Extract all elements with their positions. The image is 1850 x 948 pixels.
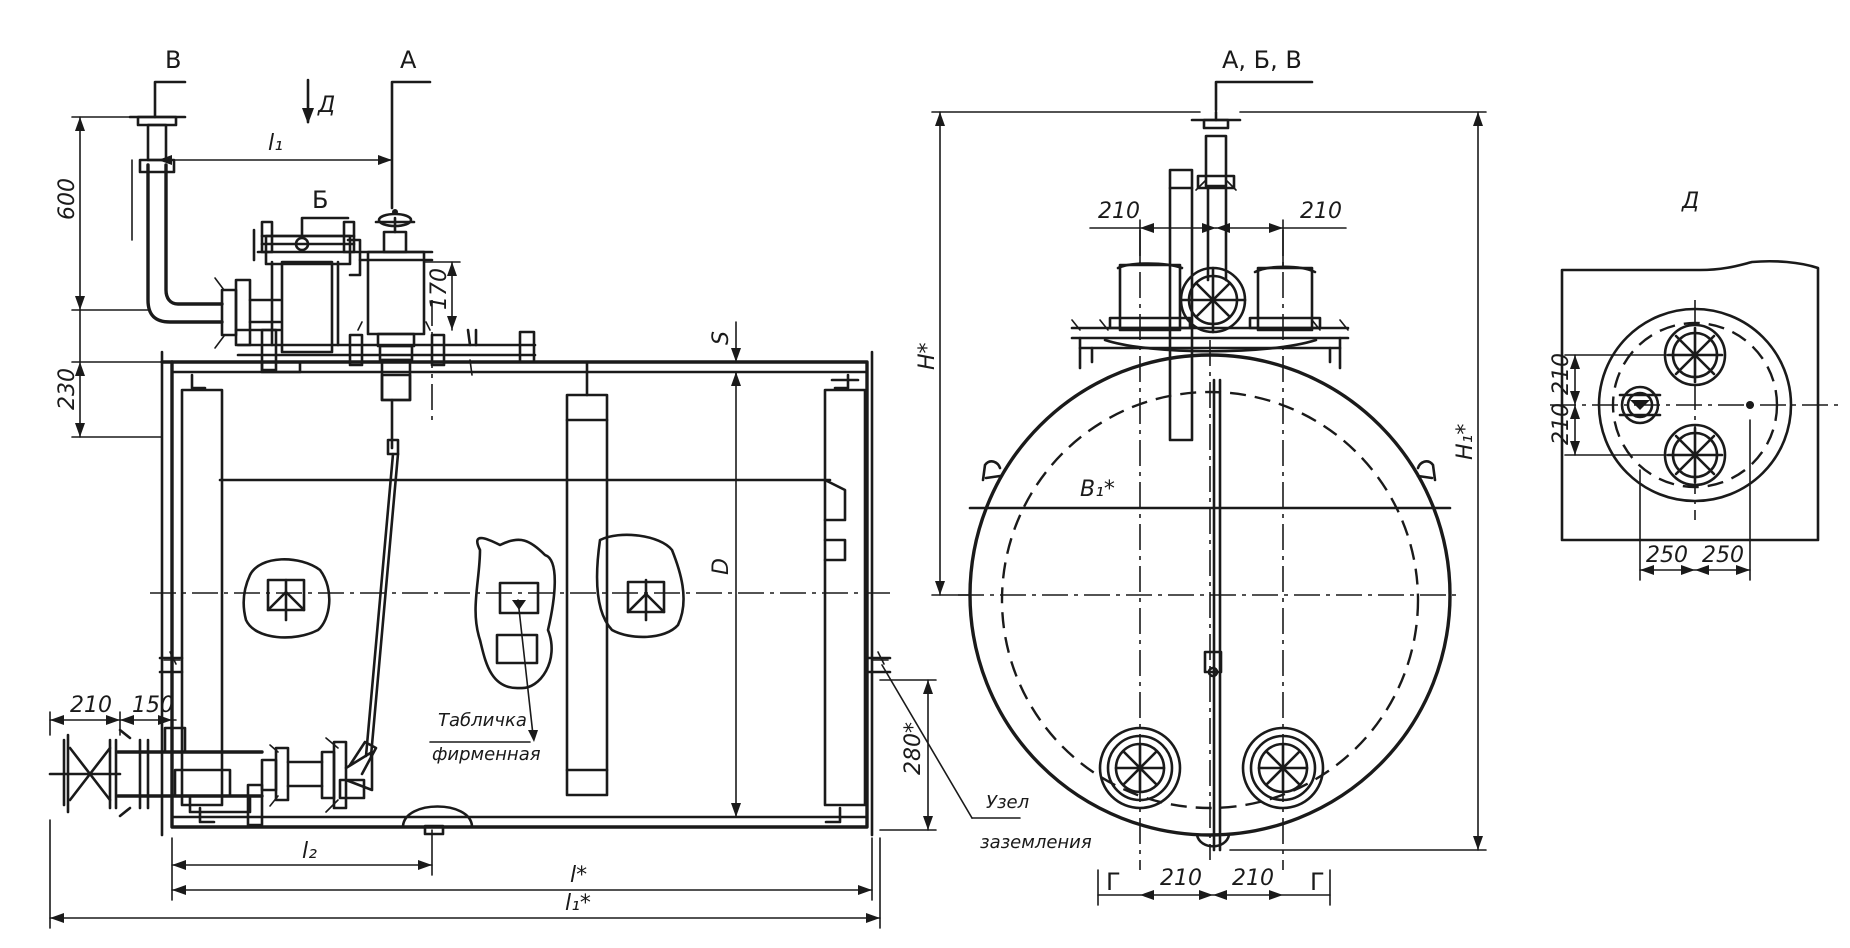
dim-l-star: l* bbox=[570, 863, 587, 888]
nameplate-note-line2: фирменная bbox=[432, 744, 541, 765]
dim-250-left: 250 bbox=[1646, 543, 1688, 568]
dim-l1-star: l₁* bbox=[565, 891, 591, 916]
dim-230: 230 bbox=[55, 368, 80, 410]
dim-280: 280* bbox=[901, 722, 926, 775]
dim-210-view-bottom: 210 bbox=[1549, 403, 1574, 445]
section-mark-g-right: Г bbox=[1310, 868, 1325, 896]
inspection-window-middle bbox=[595, 533, 685, 639]
inspection-window-left bbox=[242, 558, 331, 639]
dim-210-bottom-left: 210 bbox=[1160, 866, 1202, 891]
dim-b1-star: B₁* bbox=[1080, 477, 1115, 502]
top-piping bbox=[128, 115, 537, 758]
dim-l1: l₁ bbox=[268, 131, 283, 156]
dim-600: 600 bbox=[55, 178, 80, 220]
dim-150: 150 bbox=[132, 693, 174, 718]
dim-s: S bbox=[709, 331, 734, 345]
dim-210-left: 210 bbox=[70, 693, 112, 718]
section-mark-abv: А, Б, В bbox=[1222, 46, 1302, 74]
section-mark-v: В bbox=[165, 46, 181, 74]
dim-170: 170 bbox=[427, 268, 452, 310]
section-mark-b: Б bbox=[312, 186, 328, 214]
bottom-piping bbox=[48, 726, 378, 827]
bottom-drain bbox=[401, 805, 474, 828]
dim-210-top-left: 210 bbox=[1098, 199, 1140, 224]
view-arrow-label: Д bbox=[317, 93, 335, 118]
dim-210-view-top: 210 bbox=[1549, 353, 1574, 395]
ground-note-line1: Узел bbox=[986, 792, 1029, 813]
view-d bbox=[1550, 259, 1840, 581]
dim-210-top-right: 210 bbox=[1300, 199, 1342, 224]
dim-d: D bbox=[709, 558, 734, 575]
labels: В А Б А, Б, В Г Г Д Д l₁ l₂ l* l₁* 600 2… bbox=[55, 46, 1744, 916]
view-d-title: Д bbox=[1681, 189, 1699, 214]
nameplate-note-line1: Табличка bbox=[438, 710, 527, 731]
dim-l2: l₂ bbox=[302, 839, 317, 864]
dim-h1-star: H₁* bbox=[1453, 424, 1478, 460]
front-dimensions bbox=[49, 78, 1021, 929]
dim-250-right: 250 bbox=[1702, 543, 1744, 568]
side-dimensions bbox=[931, 80, 1487, 906]
ground-note-line2: заземления bbox=[980, 832, 1092, 853]
dim-210-bottom-right: 210 bbox=[1232, 866, 1274, 891]
side-view bbox=[958, 110, 1462, 870]
dim-h-star: H* bbox=[915, 342, 940, 370]
section-mark-a: А bbox=[400, 46, 417, 74]
section-mark-g-left: Г bbox=[1106, 868, 1121, 896]
nameplate-bulge bbox=[474, 536, 557, 690]
